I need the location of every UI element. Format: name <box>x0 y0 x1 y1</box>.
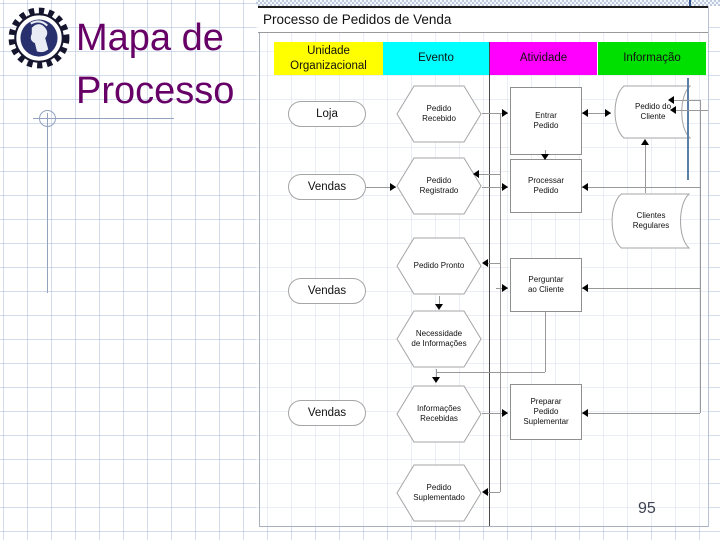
arrowhead <box>605 109 611 117</box>
node-label: Perguntar ao Cliente <box>527 275 565 294</box>
node-label: Pedido Suplementado <box>413 483 465 502</box>
connector-line <box>645 145 646 193</box>
arrowhead <box>432 377 440 383</box>
arrowhead <box>582 409 588 417</box>
org-unit-loja: Loja <box>288 101 366 127</box>
lane-header-label: Informação <box>623 52 681 65</box>
node-label: Vendas <box>307 406 347 419</box>
connector-line <box>545 150 546 156</box>
gear-globe-logo-icon <box>6 5 72 71</box>
lane-header-label: Atividade <box>519 52 568 65</box>
embedded-object-hatch-border <box>256 0 720 6</box>
connector-line <box>674 100 700 101</box>
node-label: Necessidade de Informações <box>411 329 467 348</box>
lane-header-label: Unidade Organizacional <box>290 45 367 72</box>
connector-line <box>366 187 396 188</box>
activity-processar-pedido: Processar Pedido <box>510 159 582 213</box>
org-unit-vendas-1: Vendas <box>288 174 366 200</box>
connector-line <box>488 263 500 264</box>
event-pedido-pronto: Pedido Pronto <box>396 237 482 295</box>
connector-line <box>482 413 508 414</box>
diagram-title-frame: Processo de Pedidos de Venda <box>258 6 708 33</box>
connector-trunk-right <box>700 100 701 413</box>
event-pedido-suplementado: Pedido Suplementado <box>396 464 482 522</box>
node-label: Preparar Pedido Suplementar <box>523 397 569 426</box>
connector-line <box>436 372 545 373</box>
arrowhead <box>582 183 588 191</box>
node-label: Informações Recebidas <box>416 404 462 423</box>
node-label: Pedido Registrado <box>419 176 459 195</box>
hatch-tick <box>689 0 691 7</box>
node-label: Processar Pedido <box>527 176 564 195</box>
connector-line <box>482 113 508 114</box>
node-label: Vendas <box>307 180 347 193</box>
lane-separator-line <box>489 42 490 527</box>
connector-line <box>582 113 611 114</box>
connector-line <box>545 312 546 372</box>
org-unit-vendas-3: Vendas <box>288 400 366 426</box>
connector-line <box>582 187 700 188</box>
arrowhead <box>502 183 508 191</box>
node-label: Pedido do Cliente <box>634 102 672 121</box>
arrowhead <box>502 409 508 417</box>
connector-line <box>582 413 700 414</box>
slide-title-line2: Processo <box>76 70 235 112</box>
diagram-left-border <box>259 33 260 527</box>
event-informacoes-recebidas: Informações Recebidas <box>396 385 482 443</box>
guide-line-blue <box>687 78 689 180</box>
decorative-circle <box>39 110 56 127</box>
node-label: Vendas <box>307 284 347 297</box>
connector-line <box>436 369 437 377</box>
info-pedido-do-cliente: Pedido do Cliente <box>611 85 691 139</box>
connector-line <box>482 187 508 188</box>
arrowhead <box>482 259 488 267</box>
org-unit-vendas-2: Vendas <box>288 278 366 304</box>
page-number: 95 <box>638 500 656 517</box>
decorative-hline <box>33 118 174 119</box>
connector-line <box>479 174 500 175</box>
lane-header-atividade: Atividade <box>490 42 597 75</box>
arrowhead <box>641 139 649 145</box>
node-label: Clientes Regulares <box>632 211 670 230</box>
arrowhead <box>502 284 508 292</box>
connector-line <box>582 288 700 289</box>
diagram-bottom-border <box>259 526 708 527</box>
node-label: Pedido Pronto <box>413 261 465 270</box>
event-pedido-registrado: Pedido Registrado <box>396 157 482 215</box>
connector-trunk-left <box>500 113 501 492</box>
info-clientes-regulares: Clientes Regulares <box>608 193 690 249</box>
arrowhead <box>541 154 549 160</box>
activity-entrar-pedido: Entrar Pedido <box>510 87 582 155</box>
arrowhead <box>670 106 676 114</box>
event-pedido-recebido: Pedido Recebido <box>396 85 482 143</box>
connector-line <box>488 492 500 493</box>
node-label: Loja <box>316 107 338 120</box>
slide-title: Mapa de Processo <box>76 12 234 118</box>
arrowhead <box>473 170 479 178</box>
arrowhead <box>390 183 396 191</box>
activity-preparar-pedido-suplementar: Preparar Pedido Suplementar <box>510 384 582 440</box>
slide-title-line1: Mapa de <box>76 17 224 59</box>
lane-header-unidade-organizacional: Unidade Organizacional <box>274 42 383 75</box>
activity-perguntar-ao-cliente: Perguntar ao Cliente <box>510 258 582 312</box>
lane-header-label: Evento <box>418 52 454 65</box>
arrowhead <box>435 304 443 310</box>
arrowhead <box>582 109 588 117</box>
arrowhead <box>668 96 674 104</box>
arrowhead <box>502 109 508 117</box>
arrowhead <box>582 284 588 292</box>
connector-line <box>439 296 440 306</box>
arrowhead <box>482 488 488 496</box>
lane-header-evento: Evento <box>383 42 489 75</box>
decorative-vline <box>47 113 48 293</box>
connector-line <box>676 110 708 111</box>
node-label: Entrar Pedido <box>533 111 559 130</box>
diagram-title: Processo de Pedidos de Venda <box>263 12 452 27</box>
lane-header-informacao: Informação <box>598 42 706 75</box>
node-label: Pedido Recebido <box>422 104 456 123</box>
event-necessidade-de-informacoes: Necessidade de Informações <box>396 310 482 368</box>
